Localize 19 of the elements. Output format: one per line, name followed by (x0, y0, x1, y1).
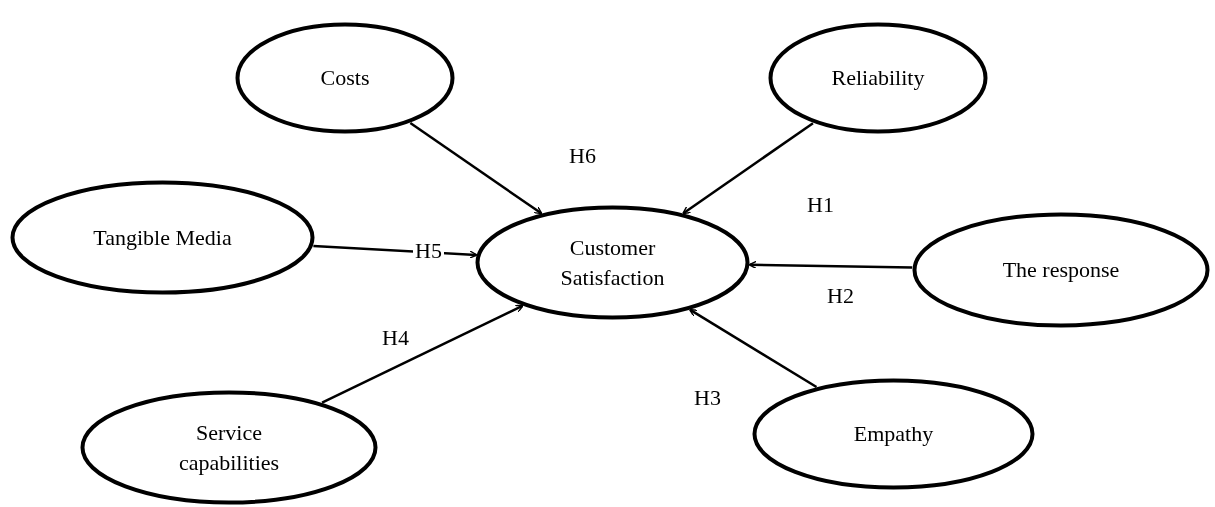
construct-ellipse (752, 378, 1035, 490)
construct-label: The response (1002, 256, 1120, 284)
construct-ellipse (912, 212, 1210, 328)
construct-label: Empathy (853, 420, 934, 448)
construct-ellipse (235, 22, 455, 134)
arrow (688, 308, 818, 389)
construct-ellipse (768, 22, 988, 134)
construct-label: Customer Satisfaction (559, 233, 666, 292)
arrow (748, 260, 913, 270)
construct-ellipse (80, 390, 378, 505)
construct-ellipse (475, 205, 750, 320)
arrow (409, 122, 543, 215)
construct-label: Service capabilities (177, 418, 281, 477)
construct-label: Costs (320, 64, 370, 92)
arrow (682, 122, 814, 215)
construct-label: Reliability (831, 64, 925, 92)
construct-label: Tangible Media (93, 223, 232, 252)
construct-ellipse (10, 180, 315, 295)
arrow (321, 304, 524, 404)
